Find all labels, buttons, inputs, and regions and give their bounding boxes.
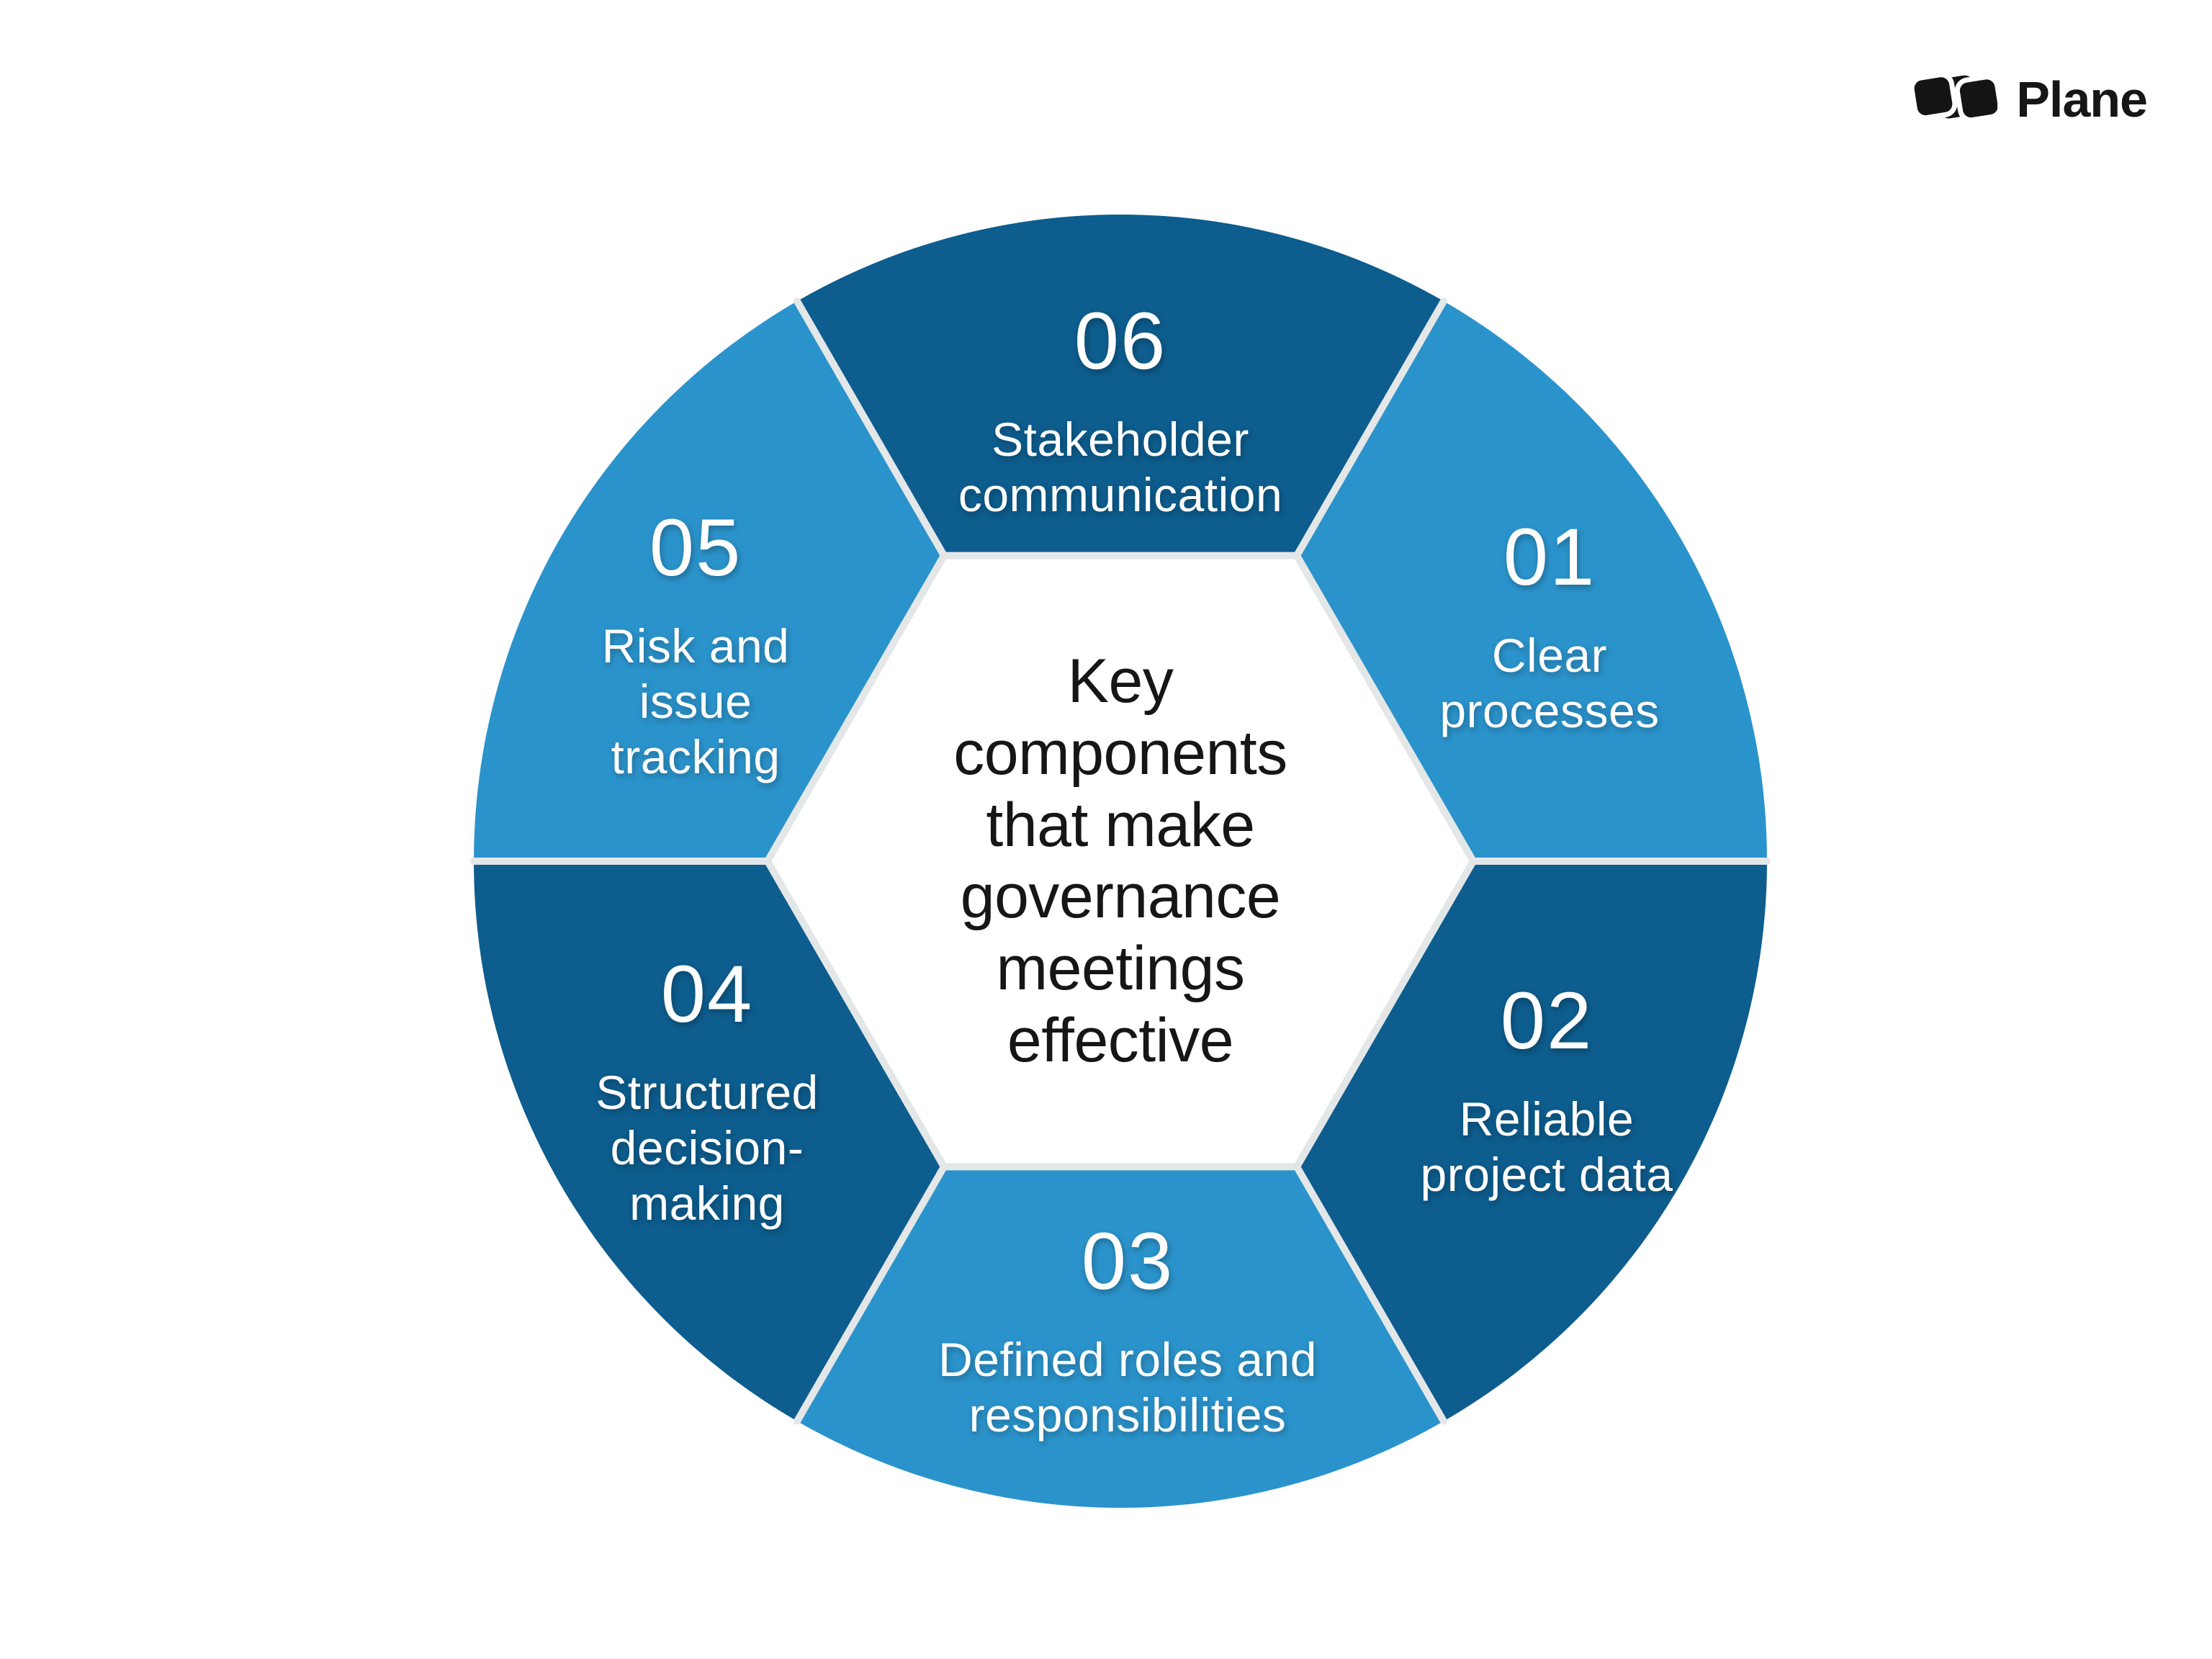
brand-logo: Plane [1912,69,2148,130]
divider-line [793,297,948,559]
segment-03-shape [797,1166,1444,1509]
plane-logo-icon [1912,72,1998,123]
diagram-title: Key components that make governance meet… [953,646,1287,1075]
segment-06-shape [797,214,1444,556]
segment-dividers [470,297,1771,1425]
segment-04-shape [474,861,944,1421]
divider-line [1293,297,1447,559]
segment-01-shape [1297,301,1767,861]
divider-line [1293,1163,1447,1425]
segment-05-shape [474,301,944,861]
segment-02-shape [1297,861,1767,1421]
brand-name: Plane [2016,71,2148,127]
divider-line [793,1163,948,1425]
